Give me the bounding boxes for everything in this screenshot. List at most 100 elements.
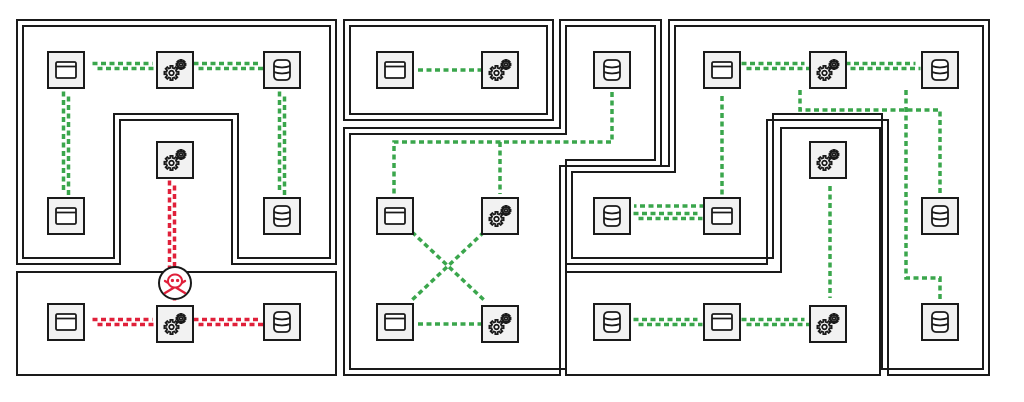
gear-hub: [821, 69, 828, 77]
browser-window-icon: [711, 313, 733, 331]
database-icon-node-2: [263, 51, 301, 89]
skull-eye-left: [170, 278, 174, 283]
segment-top-center: [343, 19, 554, 121]
browser-window-icon-node-16: [703, 51, 741, 89]
database-icon-node-20: [593, 197, 631, 235]
gears-icon: [488, 59, 512, 81]
gear-shape: [488, 319, 505, 335]
database-icon-node-26: [921, 303, 959, 341]
db-rings: [603, 65, 621, 75]
browser-window-icon: [55, 61, 77, 79]
gear-hub: [821, 323, 828, 331]
gears-icon: [488, 313, 512, 335]
database-icon-node-5: [263, 197, 301, 235]
gear-hub: [168, 69, 175, 77]
connection-17: [798, 90, 942, 194]
gear-hub: [493, 215, 500, 223]
gear-hub: [168, 159, 175, 167]
db-cylinder: [273, 59, 291, 81]
connections: [61, 61, 942, 327]
gear-shape: [828, 59, 840, 70]
db-rings: [273, 211, 291, 221]
gears-icon: [816, 149, 840, 171]
gear-shape: [175, 149, 187, 160]
browser-window-icon-node-12: [376, 197, 414, 235]
gears-icon-node-13: [481, 197, 519, 235]
gears-icon-node-17: [809, 51, 847, 89]
database-icon-node-22: [921, 197, 959, 235]
window-frame: [55, 61, 77, 79]
gear-shape: [816, 319, 833, 335]
database-icon-node-18: [921, 51, 959, 89]
database-icon: [931, 205, 949, 227]
segment-right-bottom: [565, 127, 881, 376]
segment-top-left-inner: [22, 25, 331, 259]
database-icon: [273, 205, 291, 227]
connection-20: [741, 317, 810, 327]
db-rings: [273, 65, 291, 75]
window-frame: [711, 61, 733, 79]
skull-crossbones-icon: [158, 266, 192, 300]
browser-window-icon-node-4: [47, 197, 85, 235]
gear-hub: [493, 323, 500, 331]
connection-15: [741, 61, 810, 71]
connection-compromised-5: [92, 317, 158, 327]
gear-hub: [831, 316, 837, 321]
connection-11: [410, 230, 486, 302]
gear-shape: [163, 155, 180, 171]
segment-walls: [16, 19, 990, 376]
skull-eye-right: [176, 278, 180, 283]
db-cylinder: [273, 311, 291, 333]
db-rings: [931, 211, 949, 221]
node-box: [481, 305, 519, 343]
connection-2: [61, 91, 71, 197]
window-frame: [55, 207, 77, 225]
connection-19: [633, 317, 703, 327]
browser-window-icon: [711, 207, 733, 225]
database-icon: [273, 59, 291, 81]
browser-window-icon-node-0: [47, 51, 85, 89]
gear-hub: [821, 159, 828, 167]
db-cylinder: [603, 205, 621, 227]
gear-shape: [175, 313, 187, 324]
gear-shape: [500, 205, 512, 216]
segment-bottom-left: [16, 271, 337, 376]
window-frame: [711, 313, 733, 331]
gears-icon-node-1: [156, 51, 194, 89]
db-cylinder: [931, 311, 949, 333]
db-rings: [931, 65, 949, 75]
browser-window-icon: [384, 313, 406, 331]
gear-hub: [493, 69, 500, 77]
database-icon: [603, 205, 621, 227]
connection-compromised-6: [193, 317, 265, 327]
gear-shape: [163, 319, 180, 335]
gear-shape: [816, 155, 833, 171]
gear-hub: [168, 323, 175, 331]
connection-3: [277, 91, 287, 197]
gear-hub: [503, 62, 509, 67]
gear-shape: [175, 59, 187, 70]
gear-hub: [178, 152, 184, 157]
gears-icon: [816, 313, 840, 335]
database-icon: [931, 59, 949, 81]
db-rings: [931, 317, 949, 327]
gears-icon-node-3: [156, 141, 194, 179]
segment-right-upper-inner: [571, 25, 984, 370]
db-rings: [273, 317, 291, 327]
db-cylinder: [603, 59, 621, 81]
node-box: [593, 197, 631, 235]
segment-center-inner: [349, 25, 656, 370]
database-icon: [273, 311, 291, 333]
gear-shape: [500, 313, 512, 324]
database-icon: [931, 311, 949, 333]
connection-16: [845, 61, 921, 71]
browser-window-icon-node-14: [376, 303, 414, 341]
window-frame: [384, 61, 406, 79]
db-cylinder: [273, 205, 291, 227]
skull: [167, 273, 183, 289]
gears-icon-node-19: [809, 141, 847, 179]
connection-18: [904, 90, 942, 300]
connection-14: [633, 211, 703, 221]
gear-shape: [828, 149, 840, 160]
